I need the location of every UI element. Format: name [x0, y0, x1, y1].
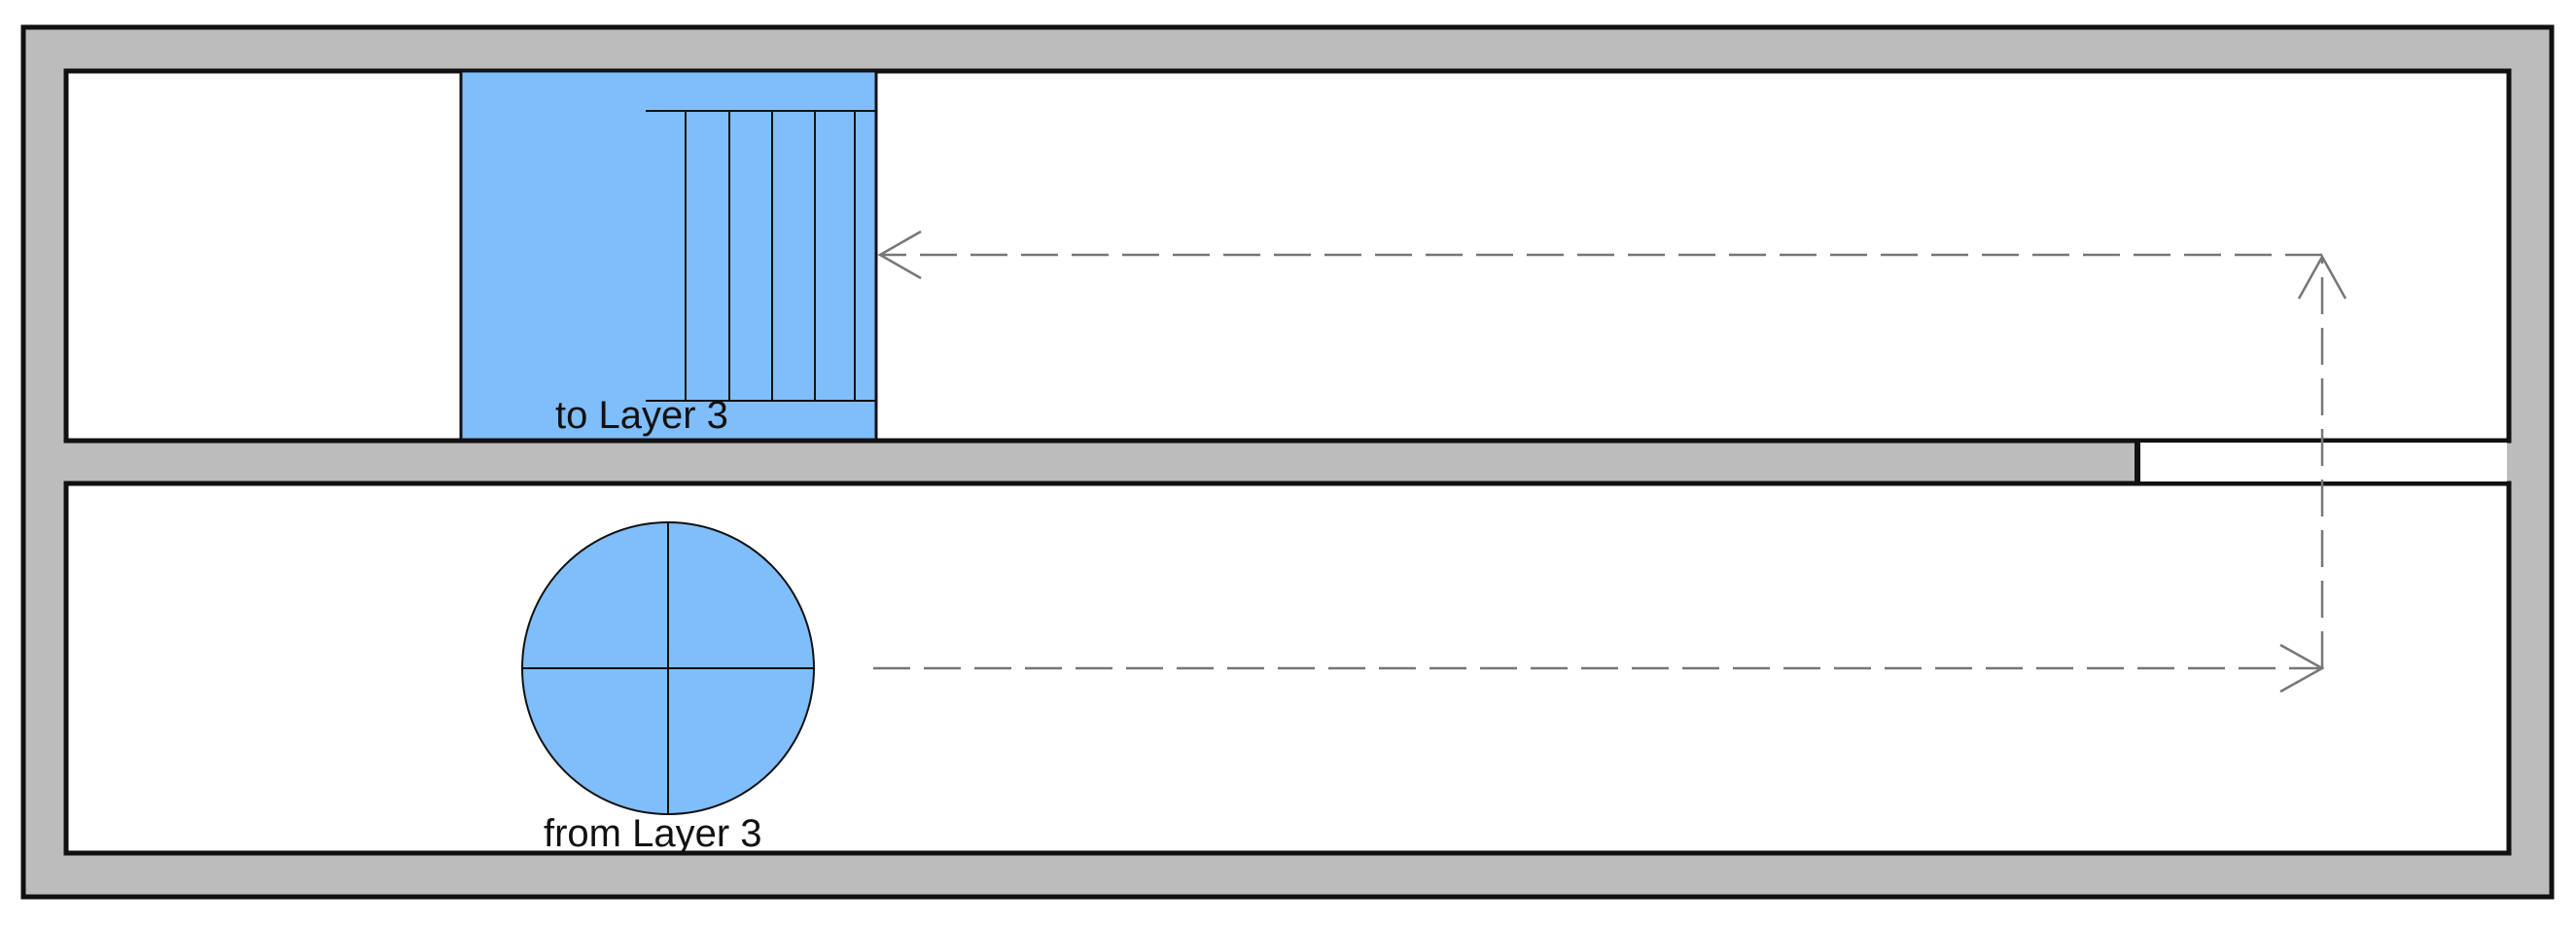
arrow-left-icon [877, 230, 922, 280]
stairs-area [459, 69, 878, 442]
shaft-from-layer-3: from Layer 3 [521, 521, 815, 855]
stairs-to-layer-3: to Layer 3 [459, 69, 878, 442]
stairs-label: to Layer 3 [555, 394, 728, 437]
arrow-up-icon [2297, 254, 2347, 300]
arrow-right-icon [2279, 643, 2325, 694]
movement-path [873, 253, 2324, 670]
shaft-label: from Layer 3 [544, 812, 762, 855]
